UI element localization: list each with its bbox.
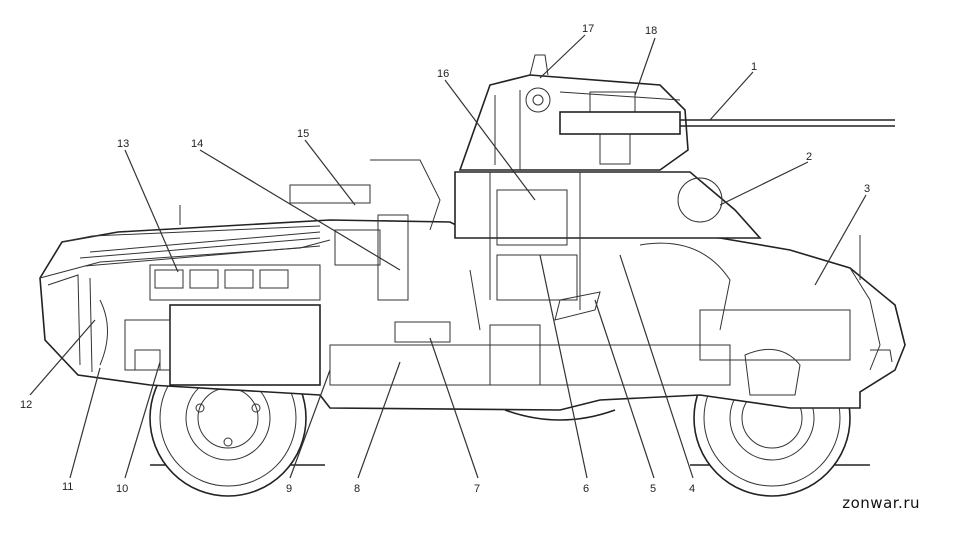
- callout-14: 14: [191, 138, 203, 150]
- watermark: zonwar.ru: [842, 494, 920, 512]
- callout-2: 2: [806, 151, 812, 163]
- callout-7: 7: [474, 483, 480, 495]
- superstructure: [454, 171, 762, 331]
- callout-11: 11: [62, 481, 73, 493]
- seats: [469, 269, 601, 331]
- callout-10: 10: [116, 483, 128, 495]
- callout-15: 15: [297, 128, 309, 140]
- callout-17: 17: [582, 23, 594, 35]
- callout-4: 4: [689, 483, 695, 495]
- callout-9: 9: [286, 483, 292, 495]
- callout-5: 5: [650, 483, 656, 495]
- belly-wheel: [504, 409, 616, 421]
- antennas: [179, 205, 861, 280]
- callout-1: 1: [751, 61, 757, 73]
- callout-13: 13: [117, 138, 129, 150]
- leader-lines: [29, 34, 867, 479]
- callout-8: 8: [354, 483, 360, 495]
- mid-components: [289, 159, 451, 343]
- callout-6: 6: [583, 483, 589, 495]
- callout-16: 16: [437, 68, 449, 80]
- drivetrain: [329, 309, 851, 396]
- callout-12: 12: [20, 399, 32, 411]
- callout-labels: 1 2 3 4 5 6 7 8 9 10 11 12 13 14 15 16 1…: [20, 23, 870, 495]
- callout-3: 3: [864, 183, 870, 195]
- callout-18: 18: [645, 25, 657, 37]
- engine: [124, 264, 321, 386]
- machine-gun: [559, 111, 895, 165]
- radiator: [99, 299, 108, 366]
